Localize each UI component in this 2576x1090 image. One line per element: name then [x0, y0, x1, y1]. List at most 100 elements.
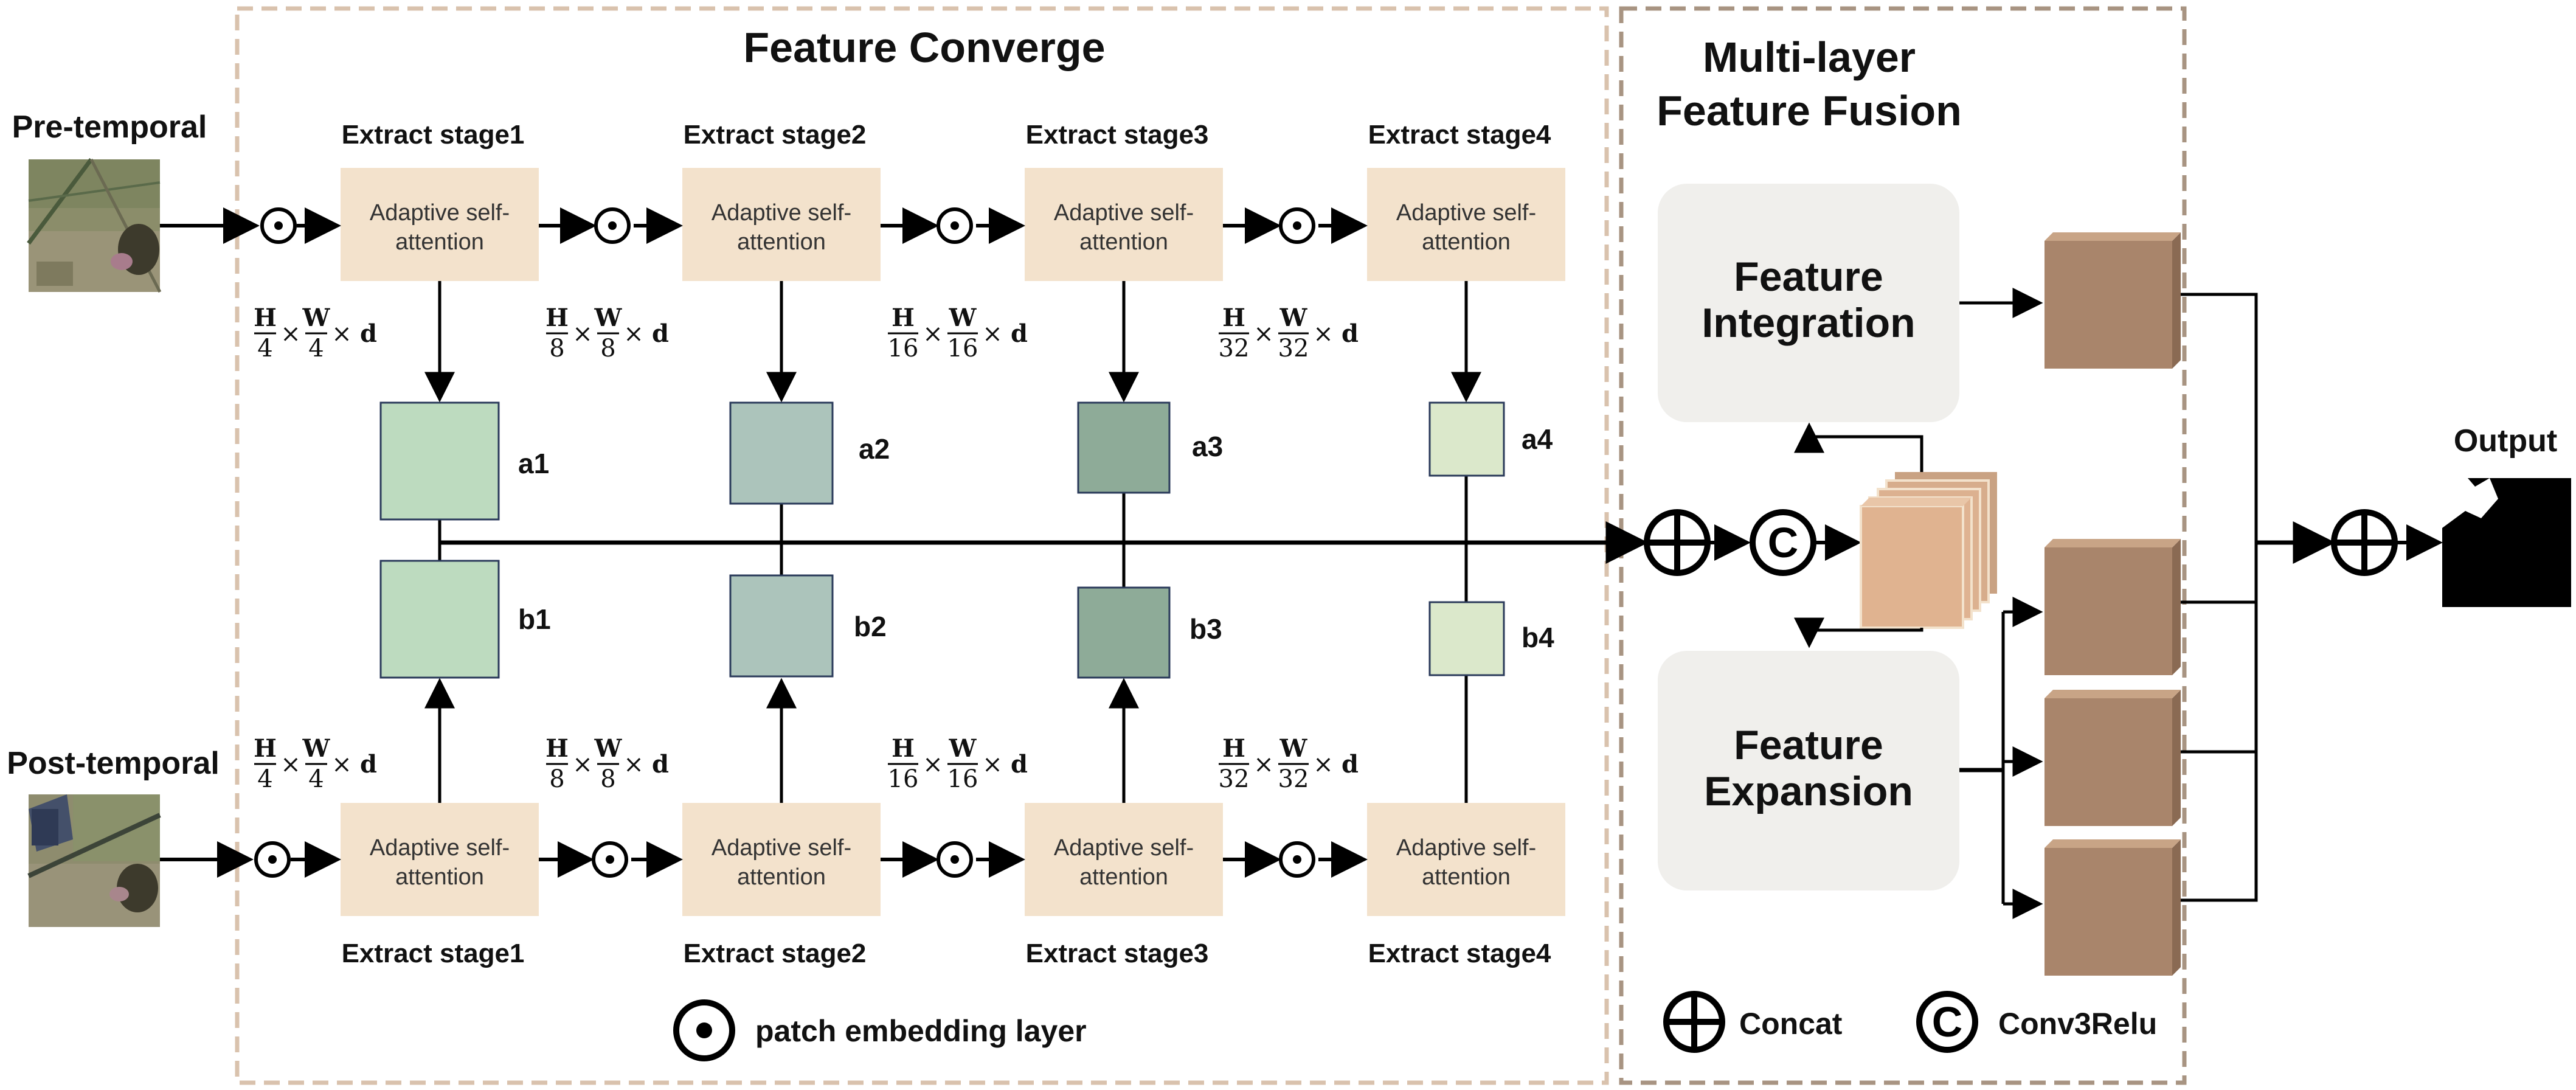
dimension-term: 8 [600, 765, 615, 793]
dimension-term: H [545, 734, 569, 763]
patch-embedding-icon [937, 841, 973, 878]
attention-text: Adaptive self- [370, 835, 510, 861]
dimension-term: × [1313, 751, 1334, 779]
a-label: a2 [859, 433, 890, 465]
attention-text: attention [1079, 864, 1168, 890]
dimension-term: 32 [1278, 335, 1309, 363]
dimension-term: 32 [1278, 765, 1309, 793]
attention-text: attention [395, 864, 484, 890]
top-stage-label: Extract stage2 [684, 120, 867, 150]
top-attention-boxes [341, 168, 1565, 281]
dimension-term: d [1342, 750, 1359, 779]
dimension-term: 4 [308, 335, 324, 363]
dimension-term: 4 [257, 335, 272, 363]
dimension-term: d [360, 319, 377, 348]
attention-text: attention [737, 864, 826, 890]
attention-text: attention [1422, 229, 1511, 255]
b3-square [1077, 586, 1171, 679]
patch-embedding-icon [1279, 207, 1315, 244]
patch-embedding-icons [254, 207, 1315, 878]
block-merge-lines [2181, 293, 2336, 902]
bottom-stage-labels: Extract stage1 Extract stage2 Extract st… [342, 939, 1551, 968]
legend-concat: Concat [1663, 991, 1843, 1053]
dimension-term: × [623, 320, 644, 348]
patch-embedding-legend-text: patch embedding layer [755, 1014, 1087, 1048]
dimension-term: d [1342, 319, 1359, 348]
patch-embedding-icon [254, 841, 291, 878]
top-stage-label: Extract stage3 [1026, 120, 1209, 150]
attention-box [341, 803, 539, 916]
legend-conv-letter: C [1932, 998, 1963, 1046]
feature-block [2045, 839, 2181, 976]
dimension-term: d [652, 319, 669, 348]
b4-square [1428, 601, 1505, 676]
dimension-term: × [923, 320, 943, 348]
ab-labels: a1 a2 a3 a4 b1 b2 b3 b4 [518, 423, 1554, 653]
expansion-fanout [1959, 597, 2043, 919]
b-squares [379, 560, 1505, 679]
dimension-term: 16 [888, 765, 919, 793]
dimension-term: × [331, 320, 352, 348]
a3-square [1077, 401, 1171, 494]
b-label: b3 [1189, 613, 1222, 645]
dimension-term: 4 [257, 765, 272, 793]
dimension-term: H [254, 734, 277, 763]
dimension-term: × [982, 751, 1003, 779]
dimension-term: W [1279, 734, 1308, 763]
attention-box [1025, 803, 1223, 916]
feature-stack [1860, 472, 1997, 629]
a-label: a1 [518, 448, 549, 479]
feature-expansion-label-line1: Feature [1734, 722, 1883, 768]
dimension-term: W [302, 734, 331, 763]
conv-symbol-letter: C [1768, 519, 1799, 566]
legend-conv3relu: C Conv3Relu [1916, 991, 2157, 1053]
patch-embedding-icon [1279, 841, 1315, 878]
dimension-term: H [892, 734, 915, 763]
patch-embedding-icon [594, 207, 631, 244]
concat-symbol [1644, 509, 1711, 576]
attention-text: attention [737, 229, 826, 255]
feature-converge-title: Feature Converge [743, 24, 1105, 71]
final-concat-symbol [2331, 509, 2398, 576]
dimension-term: 16 [888, 335, 919, 363]
dimension-term: × [923, 751, 943, 779]
dimension-term: × [280, 751, 301, 779]
attention-text: Adaptive self- [1396, 200, 1536, 226]
attention-text: Adaptive self- [1396, 835, 1536, 861]
feature-integration-label-line2: Integration [1702, 300, 1915, 346]
output-label: Output [2454, 423, 2557, 459]
dimension-term: 8 [600, 335, 615, 363]
top-stage-label: Extract stage4 [1368, 120, 1551, 150]
dimension-term: d [1011, 319, 1028, 348]
dimension-term: H [254, 304, 277, 332]
attention-texts: Adaptive self- attention Adaptive self- … [370, 200, 1536, 890]
conv3relu-legend-text: Conv3Relu [1998, 1007, 2157, 1041]
attention-text: Adaptive self- [1054, 200, 1194, 226]
b-label: b2 [854, 611, 887, 642]
dimension-term: 4 [308, 765, 324, 793]
feature-block [2045, 232, 2181, 369]
output-image [2442, 478, 2571, 607]
attention-box [1025, 168, 1223, 281]
attention-box [1367, 168, 1565, 281]
pre-temporal-image [27, 158, 162, 293]
patch-embedding-icon [592, 841, 628, 878]
dimension-term: W [949, 734, 977, 763]
post-temporal-image [27, 794, 161, 927]
b-label: b4 [1522, 622, 1554, 653]
dimension-term: × [572, 751, 593, 779]
feature-fusion-title-line2: Feature Fusion [1657, 87, 1962, 134]
dimension-term: × [982, 320, 1003, 348]
pre-temporal-label: Pre-temporal [12, 109, 207, 145]
legend-patch-embedding: patch embedding layer [673, 999, 1087, 1061]
feature-fusion-title-line1: Multi-layer [1703, 33, 1916, 81]
dimension-term: H [1222, 304, 1245, 332]
attention-text: Adaptive self- [712, 835, 851, 861]
bottom-stage-label: Extract stage1 [342, 939, 525, 968]
b-label: b1 [518, 603, 551, 635]
patch-embedding-icon [937, 207, 973, 244]
a2-square [729, 401, 834, 505]
b1-square [379, 560, 500, 679]
dimension-term: × [1253, 320, 1274, 348]
